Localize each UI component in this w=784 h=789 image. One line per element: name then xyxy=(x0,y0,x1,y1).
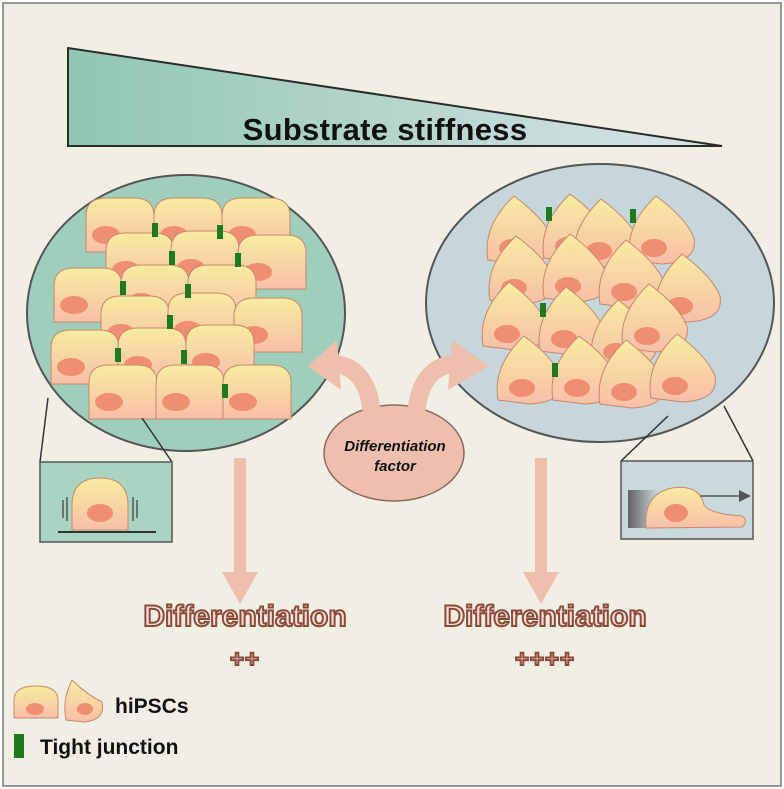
factor-arrow-right-head xyxy=(448,340,489,390)
cell-nucleus xyxy=(494,325,520,343)
hipsc-round-cell xyxy=(222,364,292,420)
cell-nucleus xyxy=(57,358,85,376)
outcome-right-level: ++++ xyxy=(514,645,576,674)
differentiation-factor-label: Differentiation factor xyxy=(322,437,468,477)
tight-junction xyxy=(546,207,552,221)
factor-line-2: factor xyxy=(374,458,416,475)
tight-junction xyxy=(235,253,241,267)
tight-junction xyxy=(222,384,228,398)
cell-nucleus xyxy=(641,239,667,257)
outcome-left-level: ++ xyxy=(229,645,261,674)
cell-nucleus xyxy=(509,379,535,397)
zoom-line-right-b xyxy=(723,405,754,462)
factor-arrow-left-shaft xyxy=(326,355,381,423)
down-arrow-left xyxy=(222,458,258,604)
tight-junction xyxy=(120,281,126,295)
stiff-cell-inset xyxy=(39,461,173,543)
tight-junction xyxy=(181,350,187,364)
factor-arrow-left-head xyxy=(308,340,341,390)
tight-junction xyxy=(630,209,636,223)
cell-nucleus xyxy=(555,277,581,295)
legend-cell-round-icon xyxy=(13,685,59,719)
tight-junction xyxy=(152,223,158,237)
soft-cell-inset xyxy=(620,460,754,540)
cell-nucleus xyxy=(611,383,637,401)
zoom-line-right-a xyxy=(620,415,669,462)
outcome-left-label: Differentiation xyxy=(142,599,347,634)
cell-nucleus xyxy=(634,327,660,345)
cell-nucleus xyxy=(662,377,688,395)
stiff-colony xyxy=(50,197,307,420)
tight-junction xyxy=(217,225,223,239)
legend-tight-junction-icon xyxy=(14,734,24,758)
cell-nucleus xyxy=(551,330,577,348)
cell-nucleus xyxy=(611,283,637,301)
factor-arrow-right-shaft xyxy=(407,355,462,423)
tight-junction xyxy=(167,315,173,329)
legend-tight-junction-label: Tight junction xyxy=(40,736,179,759)
cell-nucleus xyxy=(564,379,590,397)
tight-junction xyxy=(552,363,558,377)
cell-nucleus xyxy=(162,393,190,411)
differentiation-factor-blob xyxy=(323,404,465,502)
stiffness-gradient-wedge xyxy=(67,46,723,147)
tight-junction xyxy=(540,303,546,317)
legend-cell-teardrop-icon xyxy=(64,679,104,723)
stiffness-title: Substrate stiffness xyxy=(242,112,528,147)
hipsc-round-cell xyxy=(155,364,225,420)
tight-junction xyxy=(169,251,175,265)
cell-nucleus xyxy=(95,393,123,411)
hipsc-round-cell xyxy=(88,364,158,420)
zoom-line-left-a xyxy=(39,397,49,463)
cell-nucleus xyxy=(229,393,257,411)
soft-colony xyxy=(481,193,721,409)
zoom-line-left-b xyxy=(141,417,173,463)
tight-junction xyxy=(115,348,121,362)
factor-line-1: Differentiation xyxy=(344,438,446,455)
down-arrow-right xyxy=(523,458,559,604)
legend-cells-label: hiPSCs xyxy=(115,695,189,718)
cell-nucleus xyxy=(60,296,88,314)
tight-junction xyxy=(185,284,191,298)
outcome-right-label: Differentiation xyxy=(442,599,647,634)
